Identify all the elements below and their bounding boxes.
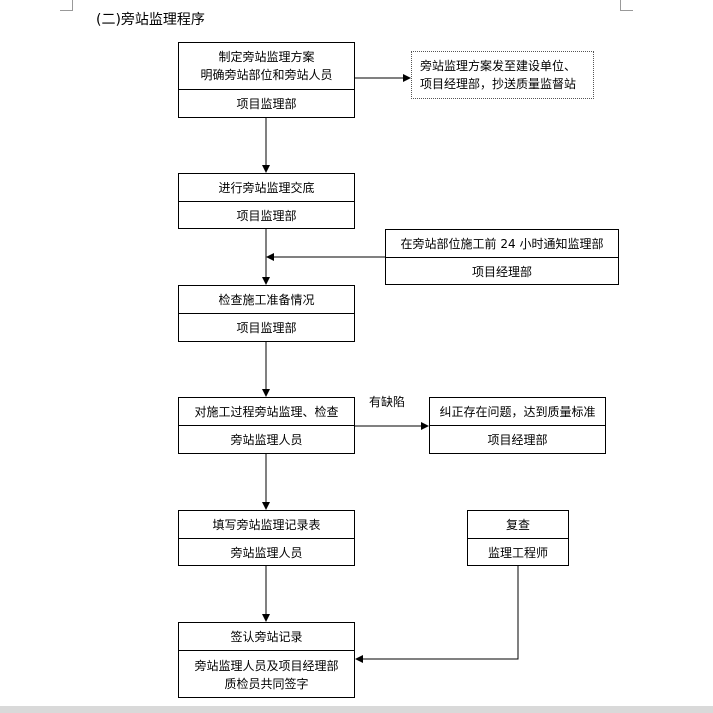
plan-notice-line2: 项目经理部，抄送质量监督站 xyxy=(420,77,577,91)
step-sign-off-title: 签认旁站记录 xyxy=(230,629,303,644)
advance-notice-box: 在旁站部位施工前 24 小时通知监理部 项目经理部 xyxy=(385,229,619,285)
review-box: 复查 监理工程师 xyxy=(467,510,569,566)
advance-notice-title: 在旁站部位施工前 24 小时通知监理部 xyxy=(400,236,604,251)
step-plan-line2: 明确旁站部位和旁站人员 xyxy=(200,68,333,82)
plan-notice-box: 旁站监理方案发至建设单位、 项目经理部，抄送质量监督站 xyxy=(411,51,594,99)
step-briefing-title: 进行旁站监理交底 xyxy=(218,180,315,195)
defect-label: 有缺陷 xyxy=(369,395,406,409)
step-plan-box: 制定旁站监理方案 明确旁站部位和旁站人员 项目监理部 xyxy=(178,42,355,118)
step-record-form-owner: 旁站监理人员 xyxy=(179,538,354,566)
step-sign-off-line2: 质检员共同签字 xyxy=(224,676,309,691)
step-supervision-box: 对施工过程旁站监理、检查 旁站监理人员 xyxy=(178,397,355,454)
step-sign-off-box: 签认旁站记录 旁站监理人员及项目经理部 质检员共同签字 xyxy=(178,622,355,698)
step-briefing-box: 进行旁站监理交底 项目监理部 xyxy=(178,173,355,229)
step-prep-check-box: 检查施工准备情况 项目监理部 xyxy=(178,285,355,342)
step-sign-off-line1: 旁站监理人员及项目经理部 xyxy=(194,658,339,673)
review-owner: 监理工程师 xyxy=(468,538,568,566)
plan-notice-line1: 旁站监理方案发至建设单位、 xyxy=(420,59,577,73)
step-supervision-owner: 旁站监理人员 xyxy=(179,425,354,454)
advance-notice-owner: 项目经理部 xyxy=(386,257,618,285)
step-supervision-title: 对施工过程旁站监理、检查 xyxy=(194,404,339,419)
step-prep-check-title: 检查施工准备情况 xyxy=(218,292,315,307)
margin-corner-mark xyxy=(620,0,633,11)
arrow-review-to-signoff xyxy=(355,566,519,663)
section-heading: (二)旁站监理程序 xyxy=(96,12,205,28)
margin-corner-mark xyxy=(60,0,73,11)
step-prep-check-owner: 项目监理部 xyxy=(179,313,354,342)
correction-title: 纠正存在问题，达到质量标准 xyxy=(439,404,596,419)
page-bottom-edge xyxy=(0,706,713,713)
step-briefing-owner: 项目监理部 xyxy=(179,201,354,229)
step-plan-owner: 项目监理部 xyxy=(179,89,354,118)
review-title: 复查 xyxy=(505,517,530,532)
correction-box: 纠正存在问题，达到质量标准 项目经理部 xyxy=(429,397,606,454)
step-record-form-title: 填写旁站监理记录表 xyxy=(212,517,321,532)
step-record-form-box: 填写旁站监理记录表 旁站监理人员 xyxy=(178,510,355,566)
step-plan-line1: 制定旁站监理方案 xyxy=(218,50,315,64)
correction-owner: 项目经理部 xyxy=(430,425,605,454)
